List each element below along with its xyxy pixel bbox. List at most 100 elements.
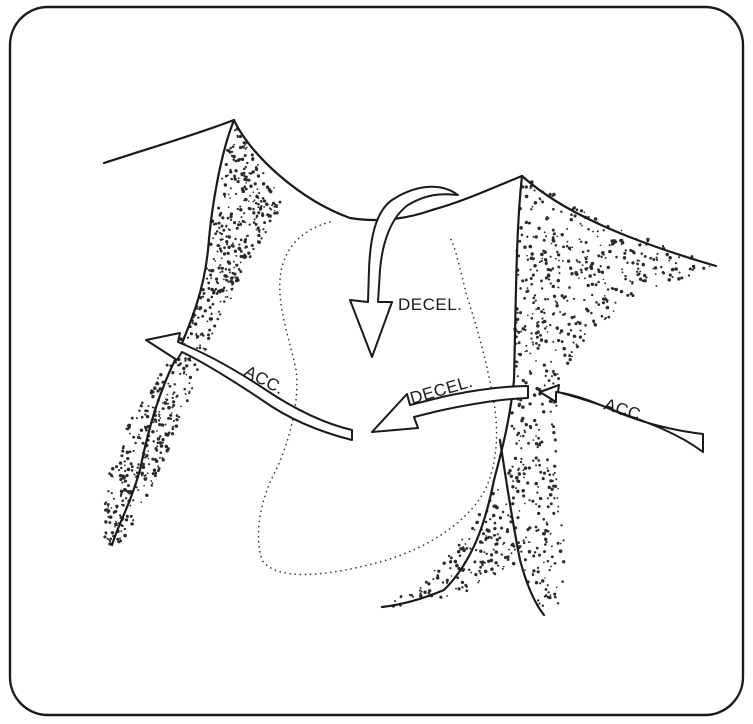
stipple-dot (256, 229, 258, 231)
stipple-dot (529, 427, 532, 430)
stipple-dot (137, 463, 139, 465)
stipple-dot (224, 196, 226, 198)
stipple-dot (584, 267, 587, 270)
stipple-dot (535, 235, 538, 238)
stipple-dot (218, 227, 220, 229)
stipple-dot (242, 255, 245, 258)
stipple-dot (619, 239, 622, 242)
stipple-dot (543, 312, 545, 314)
stipple-dot (547, 505, 550, 508)
stipple-dot (257, 203, 260, 206)
stipple-dot (576, 345, 579, 348)
stipple-dot (158, 413, 160, 415)
stipple-dot (175, 418, 178, 421)
stipple-dot (115, 521, 117, 523)
stipple-dot (567, 332, 570, 335)
stipple-dot (166, 364, 169, 367)
stipple-dot (521, 279, 524, 282)
stipple-dot (272, 202, 275, 205)
stipple-dot (171, 371, 174, 374)
stipple-dot (468, 569, 470, 571)
stipple-dot (185, 393, 187, 395)
stipple-dot (219, 264, 221, 266)
stipple-dot (538, 603, 540, 605)
stipple-dot (584, 277, 586, 279)
stipple-dot (563, 539, 565, 541)
stipple-dot (184, 360, 186, 362)
stipple-dot (582, 339, 585, 342)
stipple-dot (248, 207, 251, 210)
stipple-dot (249, 223, 251, 225)
stipple-dot (529, 245, 533, 249)
stipple-dot (463, 549, 466, 552)
stipple-dot (222, 229, 225, 232)
stipple-dot (130, 515, 133, 518)
stipple-dot (122, 504, 125, 507)
stipple-dot (264, 231, 266, 233)
stipple-dot (225, 268, 227, 270)
stipple-dot (675, 262, 677, 264)
stipple-dot (555, 300, 557, 302)
stipple-dot (530, 337, 532, 339)
stipple-dot (188, 392, 190, 394)
stipple-dot (459, 555, 462, 558)
stipple-dot (539, 334, 542, 337)
stipple-dot (235, 255, 237, 257)
stipple-dot (157, 469, 160, 472)
stipple-dot (196, 337, 198, 339)
stipple-dot (157, 377, 159, 379)
stipple-dot (479, 540, 483, 544)
stipple-dot (502, 511, 505, 514)
stipple-dot (600, 265, 602, 267)
stipple-dot (522, 464, 524, 466)
stipple-dot (543, 472, 546, 475)
stipple-dot (539, 582, 541, 584)
stipple-dot (213, 258, 215, 260)
stipple-dot (485, 521, 488, 524)
stipple-dot (247, 252, 250, 255)
stipple-dot (234, 169, 237, 172)
stipple-dot (560, 210, 562, 212)
stipple-dot (148, 463, 150, 465)
stipple-dot (597, 236, 599, 238)
stipple-dot (557, 510, 559, 512)
stipple-dot (119, 461, 122, 464)
stipple-dot (211, 313, 213, 315)
stipple-dot (537, 446, 539, 448)
stipple-dot (257, 211, 260, 214)
stipple-dot (520, 550, 522, 552)
stipple-dot (451, 575, 453, 577)
stipple-dot (274, 210, 276, 212)
stipple-dot (474, 573, 477, 576)
stipple-dot (243, 240, 246, 243)
stipple-dot (109, 515, 113, 519)
stipple-dot (528, 466, 531, 469)
stipple-dot (573, 342, 575, 344)
stipple-dot (497, 489, 499, 491)
stipple-dot (515, 487, 517, 489)
stipple-dot (232, 145, 235, 148)
stipple-dot (535, 442, 538, 445)
stipple-dot (496, 538, 499, 541)
stipple-dot (176, 395, 178, 397)
stipple-dot (461, 586, 463, 588)
stipple-dot (539, 471, 542, 474)
stipple-dot (446, 582, 448, 584)
stipple-dot (228, 206, 230, 208)
stipple-dot (537, 599, 539, 601)
stipple-dot (566, 245, 568, 247)
stipple-dot (183, 372, 185, 374)
stipple-dot (545, 588, 548, 591)
stipple-dot (263, 206, 265, 208)
stipple-dot (493, 549, 495, 551)
stipple-dot (631, 261, 634, 264)
stipple-dot (524, 503, 526, 505)
stipple-dot (570, 272, 573, 275)
stipple-dot (191, 387, 193, 389)
stipple-dot (479, 550, 482, 553)
stipple-dot (215, 277, 218, 280)
stipple-dot (569, 267, 572, 270)
stipple-dot (537, 529, 539, 531)
stipple-dot (152, 430, 155, 433)
